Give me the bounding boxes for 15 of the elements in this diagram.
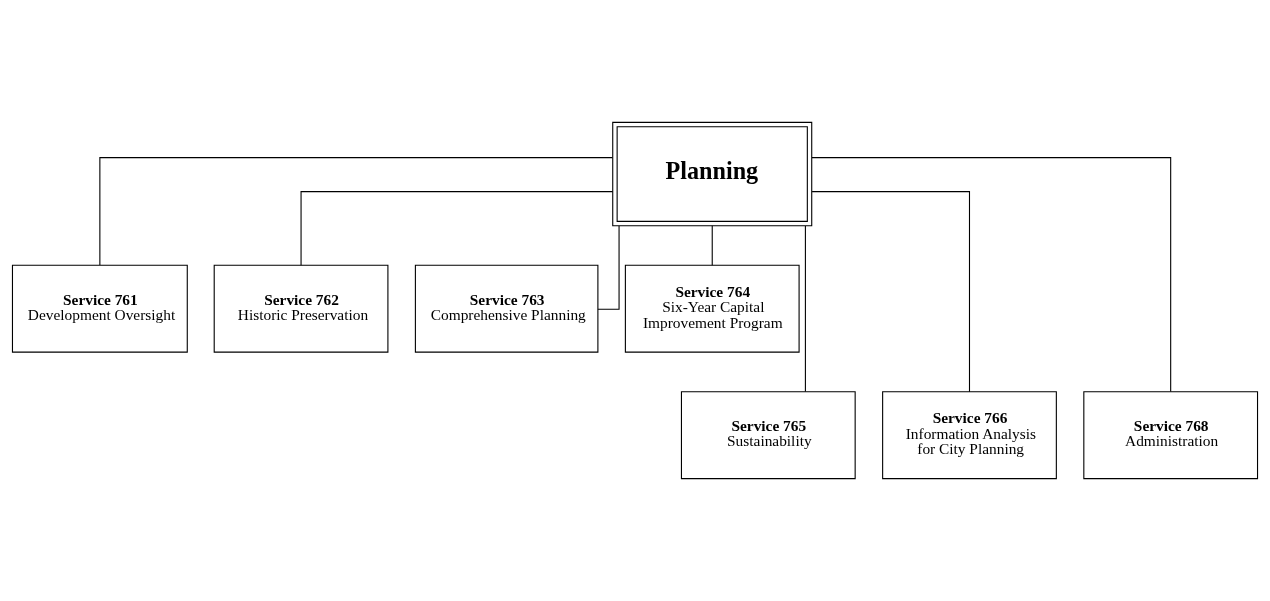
node-box: Service 764 Six-Year Capital Improvement Program: [624, 264, 800, 353]
node-box: Service 762 Historic Preservation: [213, 264, 389, 353]
node-box: Planning: [612, 121, 813, 227]
node-box: Service 766 Information Analysis for City Planning: [882, 391, 1057, 480]
connector: [811, 157, 1172, 393]
connector: [99, 157, 614, 266]
connector: [597, 225, 620, 310]
node-box: Service 763 Comprehensive Planning: [414, 264, 599, 353]
node-box: Service 765 Sustainability: [680, 391, 856, 480]
node-box: Service 761 Development Oversight: [11, 264, 188, 353]
node-box: Service 768 Administration: [1083, 391, 1259, 480]
connector: [711, 225, 713, 266]
connector: [300, 191, 614, 266]
connector: [811, 191, 971, 393]
connector: [804, 225, 806, 393]
